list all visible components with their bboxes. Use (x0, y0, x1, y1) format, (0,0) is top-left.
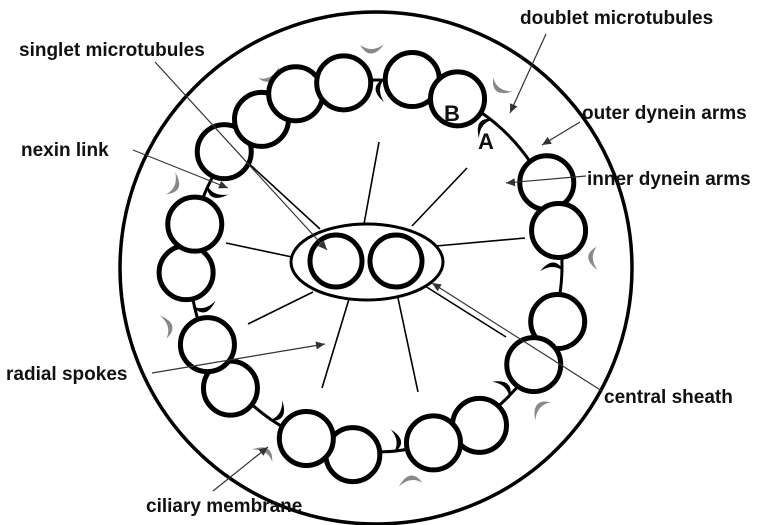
b-tubule (520, 156, 574, 210)
a-tubule (507, 338, 561, 392)
central-singlet-right (370, 235, 422, 287)
a-tubule (317, 56, 371, 110)
label-ciliary-membrane: ciliary membrane (146, 496, 302, 517)
label-singlet-microtubules: singlet microtubules (19, 40, 205, 61)
central-singlet-left (310, 235, 362, 287)
label-outer-dynein-arms: outer dynein arms (582, 103, 747, 124)
tubule-a-label: A (478, 129, 494, 154)
b-tubule (269, 67, 323, 121)
label-inner-dynein-arms: inner dynein arms (587, 169, 751, 190)
label-nexin-link: nexin link (21, 140, 109, 161)
tubule-b-label: B (444, 101, 460, 126)
a-tubule (279, 411, 333, 465)
label-central-sheath: central sheath (604, 387, 733, 408)
a-tubule (168, 197, 222, 251)
a-tubule (406, 416, 460, 470)
label-doublet-microtubules: doublet microtubules (520, 8, 713, 29)
b-tubule (159, 246, 213, 300)
a-tubule (532, 204, 586, 258)
label-radial-spokes: radial spokes (6, 364, 127, 385)
